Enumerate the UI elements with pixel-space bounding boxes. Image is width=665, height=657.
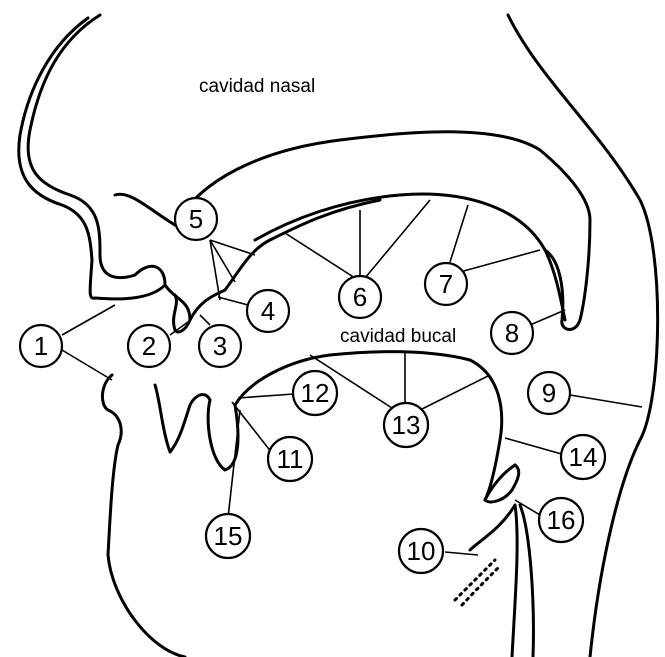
leader-6a: [285, 233, 355, 278]
marker-14-label: 14: [569, 442, 598, 472]
tongue: [208, 352, 502, 500]
leader-7a: [450, 205, 468, 262]
lower-lip: [102, 375, 185, 657]
larynx-front: [470, 505, 517, 657]
leader-3: [200, 315, 210, 325]
leader-4: [218, 297, 248, 305]
marker-1: 1: [20, 325, 62, 367]
leader-7b: [460, 250, 540, 272]
marker-9: 9: [528, 372, 570, 414]
marker-16-label: 16: [547, 505, 576, 535]
marker-3: 3: [199, 325, 241, 367]
marker-2-label: 2: [142, 331, 156, 361]
marker-8: 8: [491, 312, 533, 354]
region-label-nasal: cavidad nasal: [199, 76, 315, 97]
marker-12: 12: [293, 371, 337, 415]
leader-12: [238, 394, 294, 398]
marker-9-label: 9: [542, 378, 556, 408]
palate-underside: [255, 194, 565, 320]
marker-4: 4: [247, 290, 289, 332]
leader-16: [515, 500, 540, 515]
upper-incisor: [165, 285, 190, 332]
vocal-folds: [455, 560, 495, 600]
leader-14: [505, 438, 565, 455]
marker-7: 7: [425, 263, 467, 305]
marker-15-label: 15: [214, 521, 243, 551]
nose-profile-outer: [28, 15, 135, 278]
marker-6-label: 6: [353, 282, 367, 312]
marker-13-label: 13: [392, 410, 421, 440]
marker-11: 11: [268, 437, 312, 481]
anatomy-outline: [19, 15, 658, 657]
marker-10-label: 10: [407, 536, 436, 566]
leader-1b: [62, 350, 112, 380]
lower-incisor: [155, 385, 210, 452]
region-label-oral: cavidad bucal: [340, 326, 456, 347]
marker-11-label: 11: [277, 444, 304, 474]
leader-1a: [62, 305, 115, 335]
marker-13: 13: [384, 403, 428, 447]
marker-10: 10: [399, 529, 443, 573]
marker-8-label: 8: [505, 318, 519, 348]
vocal-folds-2: [462, 566, 500, 605]
leader-6c: [365, 200, 430, 278]
marker-12-label: 12: [301, 378, 330, 408]
marker-14: 14: [561, 435, 605, 479]
marker-3-label: 3: [213, 331, 227, 361]
leader-10: [445, 552, 478, 555]
marker-5-label: 5: [189, 204, 203, 234]
marker-6: 6: [339, 276, 381, 318]
marker-7-label: 7: [439, 269, 453, 299]
leader-15: [228, 410, 240, 518]
marker-1-label: 1: [34, 331, 48, 361]
marker-15: 15: [206, 514, 250, 558]
marker-16: 16: [539, 498, 583, 542]
leader-8: [530, 310, 565, 325]
leader-13c: [420, 375, 490, 410]
leader-9: [570, 395, 642, 407]
larynx-back: [520, 505, 533, 657]
marker-4-label: 4: [261, 296, 275, 326]
marker-2: 2: [128, 325, 170, 367]
marker-5: 5: [175, 198, 217, 240]
